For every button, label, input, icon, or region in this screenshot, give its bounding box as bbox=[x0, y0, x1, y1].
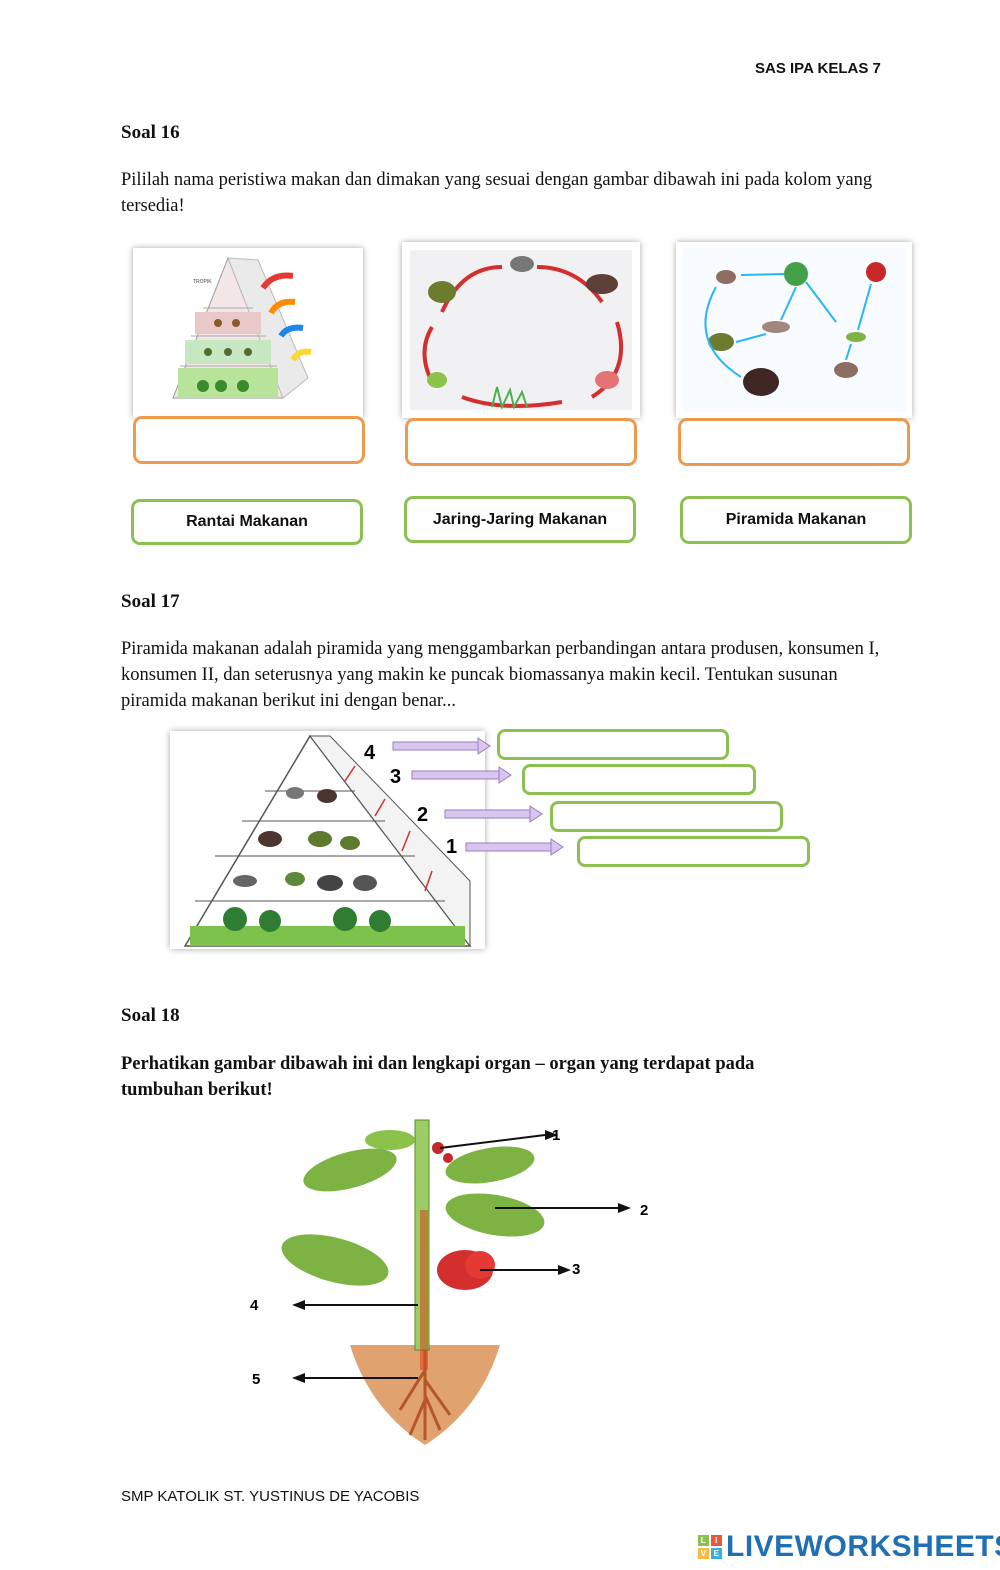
food-chain-image bbox=[402, 242, 640, 418]
pyramid-answer-2[interactable] bbox=[550, 801, 783, 832]
soal18-instruction: Perhatikan gambar dibawah ini dan lengka… bbox=[121, 1054, 755, 1100]
choice-piramida-makanan[interactable]: Piramida Makanan bbox=[680, 496, 912, 544]
plant-label-2: 2 bbox=[640, 1202, 648, 1219]
level-number-2: 2 bbox=[417, 804, 428, 826]
level-arrows: 4 3 2 1 bbox=[364, 737, 564, 858]
plant-diagram: 1 2 3 4 5 bbox=[250, 1119, 648, 1445]
svg-text:TROPIK: TROPIK bbox=[193, 279, 212, 285]
choice-rantai-makanan[interactable]: Rantai Makanan bbox=[131, 499, 363, 545]
pyramid-answer-1[interactable] bbox=[577, 836, 810, 867]
plant-label-3: 3 bbox=[572, 1261, 580, 1278]
level-number-1: 1 bbox=[446, 836, 457, 858]
food-web-image bbox=[676, 242, 912, 418]
answer-box-1[interactable] bbox=[133, 416, 365, 464]
plant-label-1: 1 bbox=[552, 1127, 560, 1144]
soal17-heading: Soal 17 bbox=[121, 591, 180, 612]
soal16-instruction: Pililah nama peristiwa makan dan dimakan… bbox=[121, 170, 873, 216]
level-number-3: 3 bbox=[390, 766, 401, 788]
pyramid-answer-4[interactable] bbox=[497, 729, 729, 760]
soal18-heading: Soal 18 bbox=[121, 1005, 180, 1026]
arrow-level-2 bbox=[444, 805, 543, 823]
arrow-level-1 bbox=[465, 838, 564, 856]
plant-label-4: 4 bbox=[250, 1297, 259, 1314]
answer-box-2[interactable] bbox=[405, 418, 637, 466]
answer-box-3[interactable] bbox=[678, 418, 910, 466]
choice-jaring-jaring-makanan[interactable]: Jaring-Jaring Makanan bbox=[404, 496, 636, 543]
level-number-4: 4 bbox=[364, 742, 376, 764]
food-pyramid-image: TROPIK bbox=[133, 248, 363, 418]
pyramid-diagram bbox=[170, 731, 485, 949]
footer-school: SMP KATOLIK ST. YUSTINUS DE YACOBIS bbox=[121, 1488, 420, 1505]
plant-label-5: 5 bbox=[252, 1371, 260, 1388]
brand-name: LIVEWORKSHEETS bbox=[726, 1530, 1000, 1563]
arrow-level-4 bbox=[392, 737, 491, 755]
page-header: SAS IPA KELAS 7 bbox=[755, 60, 881, 77]
soal17-instruction: Piramida makanan adalah piramida yang me… bbox=[121, 639, 880, 711]
soal16-heading: Soal 16 bbox=[121, 122, 180, 143]
arrow-level-3 bbox=[411, 766, 512, 784]
pyramid-answer-3[interactable] bbox=[522, 764, 756, 795]
